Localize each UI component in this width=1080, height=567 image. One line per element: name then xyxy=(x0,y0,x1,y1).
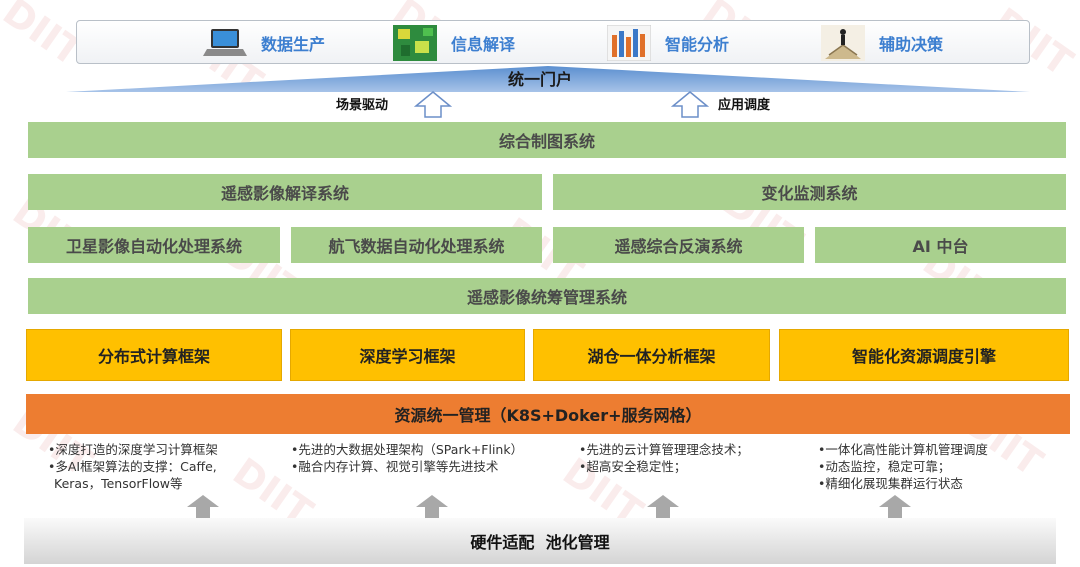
app-item-label: 数据生产 xyxy=(261,35,326,54)
description-line: •先进的大数据处理架构（SPark+Flink） xyxy=(291,442,524,457)
description-scheduling: •一体化高性能计算机管理调度 •动态监控，稳定可靠； •精细化展现集群运行状态 xyxy=(818,441,988,492)
distributed-computing-framework[interactable]: 分布式计算框架 xyxy=(26,329,282,381)
description-line: •精细化展现集群运行状态 xyxy=(818,476,963,491)
app-item-data-production[interactable]: 数据生产 xyxy=(203,21,325,65)
satellite-map-icon xyxy=(393,25,437,61)
app-item-label: 辅助决策 xyxy=(879,35,944,54)
rs-interpretation-system[interactable]: 遥感影像解译系统 xyxy=(28,174,542,210)
description-lakehouse: •先进的云计算管理理念技术； •超高安全稳定性； xyxy=(579,441,749,475)
app-dispatch-label: 应用调度 xyxy=(718,98,771,113)
bar-chart-icon xyxy=(607,25,651,61)
laptop-icon xyxy=(203,29,247,56)
app-item-info-interpretation[interactable]: 信息解译 xyxy=(393,21,515,65)
up-arrow-icon xyxy=(416,495,448,518)
comprehensive-mapping-system[interactable]: 综合制图系统 xyxy=(28,122,1066,158)
resource-scheduling-engine[interactable]: 智能化资源调度引擎 xyxy=(779,329,1069,381)
ai-middle-platform[interactable]: AI 中台 xyxy=(815,227,1066,263)
aerial-processing-system[interactable]: 航飞数据自动化处理系统 xyxy=(291,227,542,263)
description-line: Keras，TensorFlow等 xyxy=(54,476,183,491)
app-item-label: 信息解译 xyxy=(451,35,516,54)
description-line: •一体化高性能计算机管理调度 xyxy=(818,442,988,457)
decision-person-icon xyxy=(821,25,865,61)
portal-label: 统一门户 xyxy=(507,70,572,89)
app-item-decision-support[interactable]: 辅助决策 xyxy=(821,21,943,65)
satellite-processing-system[interactable]: 卫星影像自动化处理系统 xyxy=(28,227,280,263)
lakehouse-analysis-framework[interactable]: 湖仓一体分析框架 xyxy=(533,329,770,381)
app-item-intelligent-analysis[interactable]: 智能分析 xyxy=(607,21,729,65)
up-arrow-icon xyxy=(671,91,709,118)
application-bar: 数据生产 信息解译 智能分析 辅助决策 xyxy=(76,20,1030,64)
rs-inversion-system[interactable]: 遥感综合反演系统 xyxy=(553,227,804,263)
description-line: •融合内存计算、视觉引擎等先进技术 xyxy=(291,459,499,474)
up-arrow-icon xyxy=(879,495,911,518)
description-line: •动态监控，稳定可靠； xyxy=(818,459,951,474)
up-arrow-icon xyxy=(187,495,219,518)
hardware-bar[interactable]: 硬件适配 池化管理 xyxy=(24,518,1056,564)
app-item-label: 智能分析 xyxy=(665,35,730,54)
resource-management-bar[interactable]: 资源统一管理（K8S+Doker+服务网格） xyxy=(26,394,1070,434)
description-line: •超高安全稳定性； xyxy=(579,459,687,474)
description-distributed: •深度打造的深度学习计算框架 •多AI框架算法的支撑：Caffe, Keras，… xyxy=(48,441,218,492)
deep-learning-framework[interactable]: 深度学习框架 xyxy=(290,329,525,381)
description-line: •深度打造的深度学习计算框架 xyxy=(48,442,218,457)
up-arrow-icon xyxy=(414,91,452,118)
change-monitoring-system[interactable]: 变化监测系统 xyxy=(553,174,1066,210)
description-line: •多AI框架算法的支撑：Caffe, xyxy=(48,459,217,474)
portal-banner xyxy=(66,66,1030,92)
description-line: •先进的云计算管理理念技术； xyxy=(579,442,749,457)
rs-management-system[interactable]: 遥感影像统筹管理系统 xyxy=(28,278,1066,314)
scene-drive-label: 场景驱动 xyxy=(336,98,389,113)
description-deep-learning: •先进的大数据处理架构（SPark+Flink） •融合内存计算、视觉引擎等先进… xyxy=(291,441,523,475)
up-arrow-icon xyxy=(647,495,679,518)
